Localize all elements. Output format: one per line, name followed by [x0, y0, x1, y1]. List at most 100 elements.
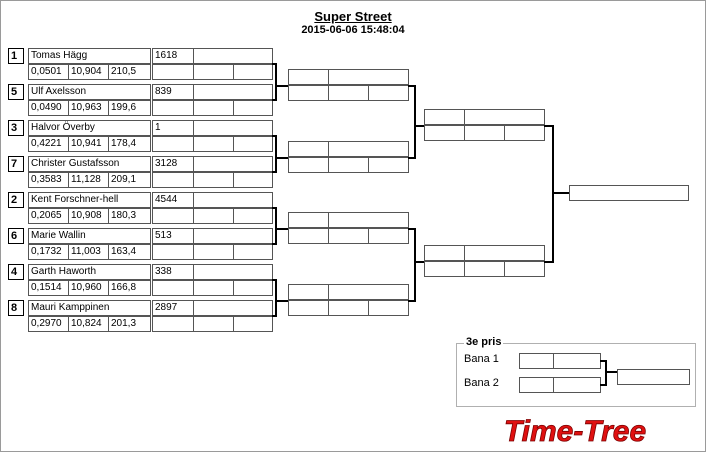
speed: 163,4: [108, 244, 151, 260]
match-cell: [464, 261, 505, 277]
elapsed-time: 10,941: [68, 136, 109, 152]
event-title: Super Street: [314, 9, 392, 24]
speed: 166,8: [108, 280, 151, 296]
elapsed-time: 10,963: [68, 100, 109, 116]
reaction-time: 0,1514: [28, 280, 69, 296]
seed-badge: 4: [8, 264, 24, 280]
connector-line: [408, 157, 416, 159]
connector-line: [605, 371, 617, 373]
match-cell: [464, 245, 545, 261]
match-cell: [288, 284, 329, 300]
racer-name: Ulf Axelsson: [28, 84, 151, 100]
match-cell: [288, 157, 329, 173]
match-cell: [328, 157, 369, 173]
elapsed-time: 11,003: [68, 244, 109, 260]
match-cell: [368, 157, 409, 173]
elapsed-time: 10,904: [68, 64, 109, 80]
lane1-label: Bana 1: [464, 353, 499, 365]
result-cell: [193, 136, 234, 152]
connector-line: [408, 228, 416, 230]
reaction-time: 0,2970: [28, 316, 69, 332]
time-tree-logo: Time-Tree: [503, 415, 646, 448]
result-cell: [193, 84, 273, 100]
connector-line: [544, 125, 554, 127]
connector-line: [600, 384, 607, 386]
connector-line: [275, 228, 289, 230]
racer-number: 3128: [152, 156, 194, 172]
match-cell: [288, 69, 329, 85]
logo-text: Time-Tree: [504, 415, 646, 448]
result-cell: [193, 64, 234, 80]
connector-line: [272, 243, 277, 245]
match-cell: [328, 212, 409, 228]
connector-line: [272, 99, 277, 101]
result-cell: [193, 316, 234, 332]
reaction-time: 0,3583: [28, 172, 69, 188]
speed: 201,3: [108, 316, 151, 332]
result-cell: [152, 208, 194, 224]
third-place-winner-cell: [617, 369, 690, 385]
match-cell: [288, 212, 329, 228]
match-cell: [504, 261, 545, 277]
reaction-time: 0,0501: [28, 64, 69, 80]
connector-line: [272, 171, 277, 173]
reaction-time: 0,0490: [28, 100, 69, 116]
connector-line: [552, 192, 569, 194]
seed-badge: 5: [8, 84, 24, 100]
result-cell: [233, 316, 273, 332]
speed: 210,5: [108, 64, 151, 80]
match-cell: [424, 245, 465, 261]
result-cell: [152, 244, 194, 260]
speed: 209,1: [108, 172, 151, 188]
racer-number: 1: [152, 120, 194, 136]
racer-number: 2897: [152, 300, 194, 316]
match-cell: [328, 85, 369, 101]
match-cell: [424, 109, 465, 125]
connector-line: [275, 85, 289, 87]
result-cell: [193, 48, 273, 64]
elapsed-time: 11,128: [68, 172, 109, 188]
result-cell: [233, 172, 273, 188]
result-cell: [193, 228, 273, 244]
match-cell: [464, 109, 545, 125]
match-cell: [288, 228, 329, 244]
result-cell: [152, 100, 194, 116]
result-cell: [152, 172, 194, 188]
result-cell: [193, 172, 234, 188]
racer-number: 338: [152, 264, 194, 280]
third-place-lane2-cell: [519, 377, 554, 393]
speed: 180,3: [108, 208, 151, 224]
elapsed-time: 10,824: [68, 316, 109, 332]
result-cell: [193, 300, 273, 316]
connector-line: [414, 261, 425, 263]
result-cell: [152, 316, 194, 332]
match-cell: [288, 300, 329, 316]
event-datetime: 2015-06-06 15:48:04: [301, 24, 405, 36]
result-cell: [193, 244, 234, 260]
racer-number: 4544: [152, 192, 194, 208]
match-cell: [424, 261, 465, 277]
elapsed-time: 10,908: [68, 208, 109, 224]
result-cell: [193, 280, 234, 296]
racer-number: 839: [152, 84, 194, 100]
match-cell: [368, 300, 409, 316]
connector-line: [275, 157, 289, 159]
match-cell: [464, 125, 505, 141]
match-cell: [368, 228, 409, 244]
racer-name: Halvor Överby: [28, 120, 151, 136]
result-cell: [152, 64, 194, 80]
match-cell: [328, 284, 409, 300]
seed-badge: 2: [8, 192, 24, 208]
connector-line: [414, 228, 416, 302]
result-cell: [193, 156, 273, 172]
third-place-lane1-cell: [519, 353, 554, 369]
racer-number: 513: [152, 228, 194, 244]
connector-line: [275, 63, 277, 101]
result-cell: [193, 192, 273, 208]
match-cell: [288, 85, 329, 101]
reaction-time: 0,2065: [28, 208, 69, 224]
connector-line: [552, 125, 554, 263]
racer-name: Tomas Hägg: [28, 48, 151, 64]
connector-line: [275, 207, 277, 245]
connector-line: [275, 300, 289, 302]
